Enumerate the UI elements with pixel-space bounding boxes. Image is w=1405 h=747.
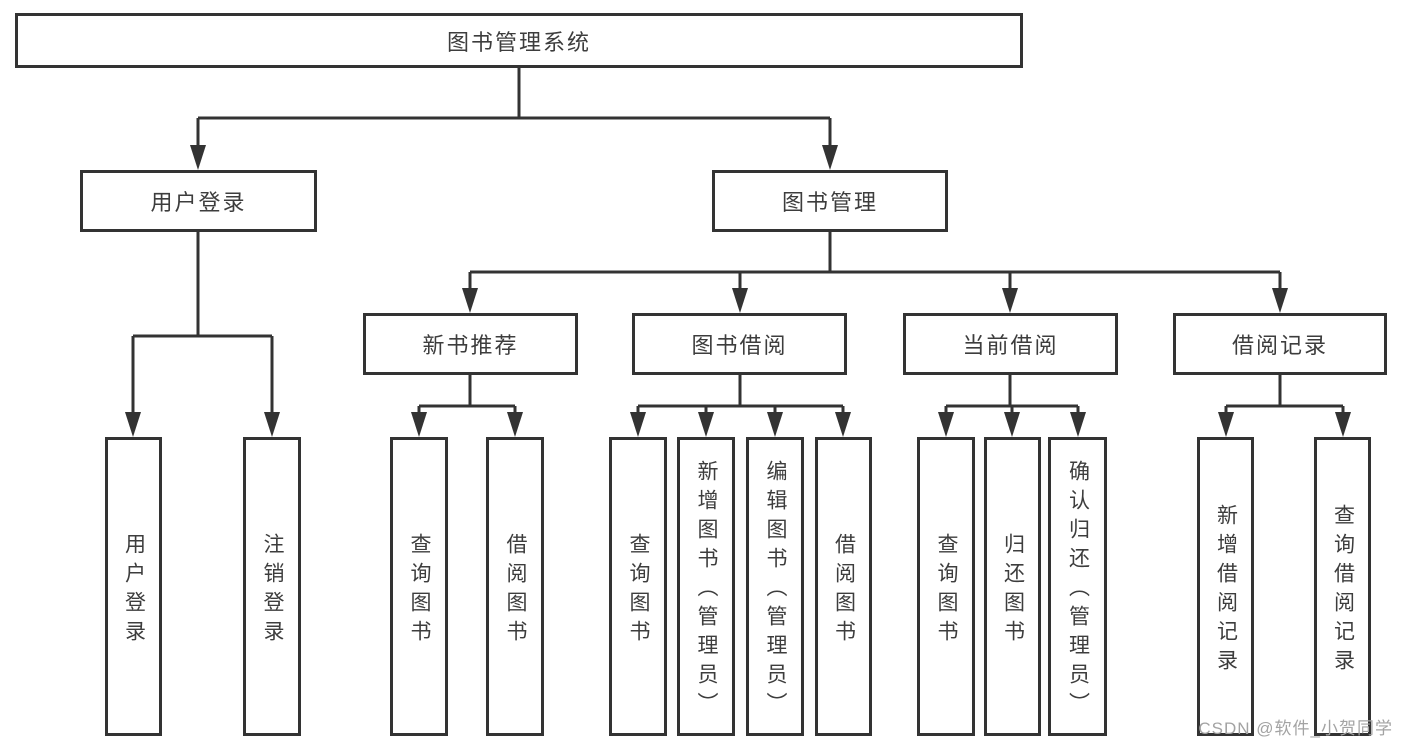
- leaf-borrow-borrow-book: 借阅图书: [815, 437, 872, 736]
- leaf-current-confirm-return-label: 确认归还（管理员）: [1066, 460, 1090, 721]
- node-new-book-recommend: 新书推荐: [363, 313, 578, 375]
- leaf-records-query-record: 查询借阅记录: [1314, 437, 1371, 736]
- leaf-current-return-book: 归还图书: [984, 437, 1041, 736]
- leaf-user-login: 用户登录: [105, 437, 162, 736]
- leaf-current-return-book-label: 归还图书: [1001, 532, 1025, 649]
- leaf-borrow-edit-book: 编辑图书（管理员）: [746, 437, 804, 736]
- leaf-borrow-query-book-label: 查询图书: [627, 532, 650, 649]
- leaf-records-query-record-label: 查询借阅记录: [1331, 503, 1355, 678]
- leaf-logout-label: 注销登录: [261, 532, 284, 649]
- leaf-recommend-query-book: 查询图书: [390, 437, 448, 736]
- leaf-current-query-book: 查询图书: [917, 437, 975, 736]
- leaf-borrow-edit-book-label: 编辑图书（管理员）: [764, 460, 787, 721]
- node-borrow-records: 借阅记录: [1173, 313, 1387, 375]
- leaf-records-add-record: 新增借阅记录: [1197, 437, 1254, 736]
- leaf-logout: 注销登录: [243, 437, 301, 736]
- leaf-borrow-query-book: 查询图书: [609, 437, 667, 736]
- leaf-recommend-borrow-book: 借阅图书: [486, 437, 544, 736]
- leaf-records-add-record-label: 新增借阅记录: [1214, 503, 1238, 678]
- node-book-borrow-label: 图书借阅: [691, 333, 788, 358]
- leaf-current-query-book-label: 查询图书: [935, 532, 958, 649]
- leaf-recommend-query-book-label: 查询图书: [408, 532, 431, 649]
- node-book-mgmt: 图书管理: [712, 170, 948, 232]
- leaf-borrow-add-book: 新增图书（管理员）: [677, 437, 735, 736]
- node-new-book-recommend-label: 新书推荐: [422, 333, 519, 358]
- leaf-current-confirm-return: 确认归还（管理员）: [1048, 437, 1107, 736]
- node-current-borrow: 当前借阅: [903, 313, 1118, 375]
- watermark: CSDN @软件_小贺同学: [1198, 719, 1393, 738]
- node-user-login: 用户登录: [80, 170, 317, 232]
- leaf-user-login-label: 用户登录: [122, 532, 146, 649]
- node-user-login-label: 用户登录: [150, 190, 247, 215]
- node-book-borrow: 图书借阅: [632, 313, 847, 375]
- leaf-recommend-borrow-book-label: 借阅图书: [504, 532, 527, 649]
- node-borrow-records-label: 借阅记录: [1231, 333, 1328, 358]
- node-root-label: 图书管理系统: [446, 29, 591, 55]
- node-root: 图书管理系统: [15, 13, 1023, 68]
- leaf-borrow-add-book-label: 新增图书（管理员）: [695, 460, 718, 721]
- leaf-borrow-borrow-book-label: 借阅图书: [832, 532, 856, 649]
- node-book-mgmt-label: 图书管理: [781, 190, 878, 215]
- node-current-borrow-label: 当前借阅: [962, 333, 1059, 358]
